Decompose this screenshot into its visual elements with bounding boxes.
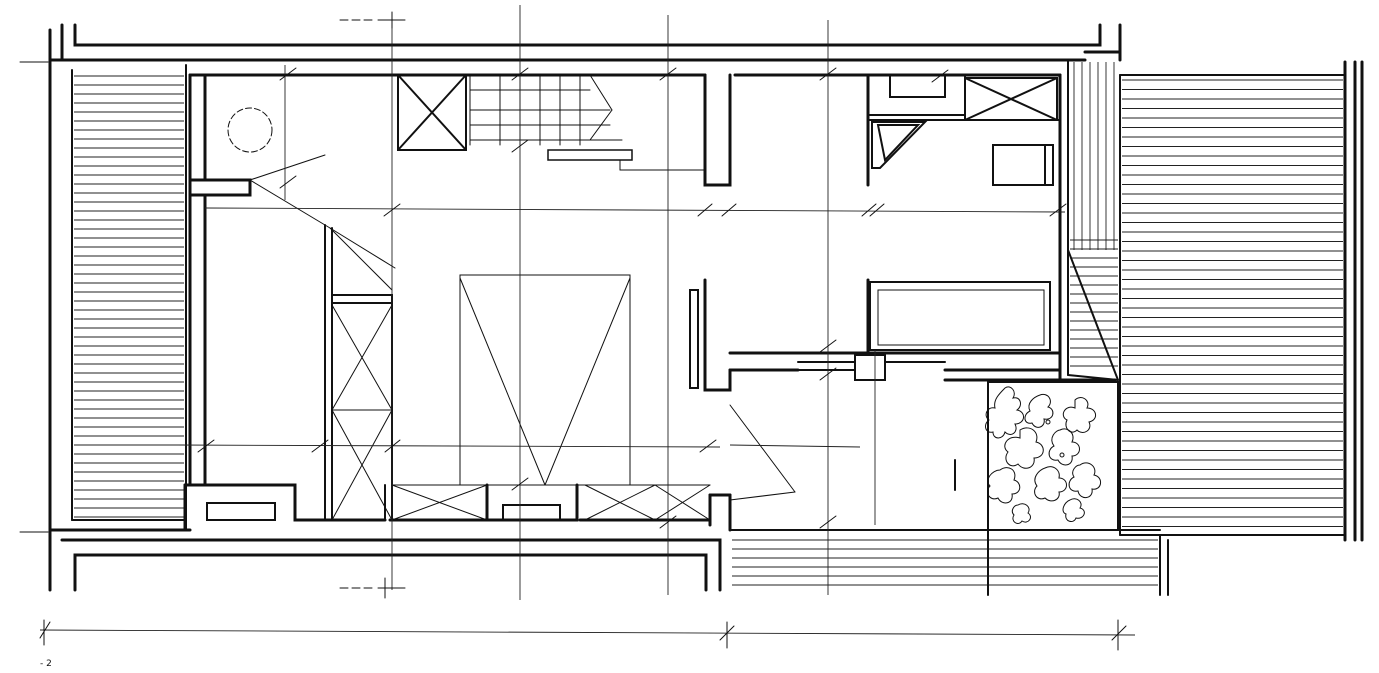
bottom-door-swing [729, 404, 796, 501]
deck-stair [1067, 249, 1119, 381]
top-staircase [469, 74, 706, 171]
corner-mark: - 2 [40, 659, 52, 669]
grid-lines [39, 5, 1136, 636]
bottom-cupboards [391, 484, 711, 521]
tree-icon [985, 386, 1101, 524]
entrance-door-swing [227, 107, 396, 291]
outer-walls [48, 23, 1364, 592]
section-markers [19, 11, 406, 599]
right-deck-hatch [1070, 62, 1343, 527]
top-cupboard-left [397, 74, 467, 151]
left-deck-hatch [74, 75, 184, 518]
right-room-bed [869, 281, 1051, 351]
storage-wall [324, 224, 393, 521]
courtyard [954, 381, 1119, 531]
sliding-doors [689, 289, 946, 389]
storage-wall-crosses [331, 304, 393, 521]
right-top-fixtures [867, 74, 1061, 186]
grid-ticks [39, 67, 1127, 651]
bottom-terrace-hatch [732, 539, 1158, 586]
left-deck-border [71, 64, 187, 531]
bottom-windows [206, 484, 561, 521]
central-bed [459, 274, 631, 486]
right-deck-border [729, 59, 1346, 596]
